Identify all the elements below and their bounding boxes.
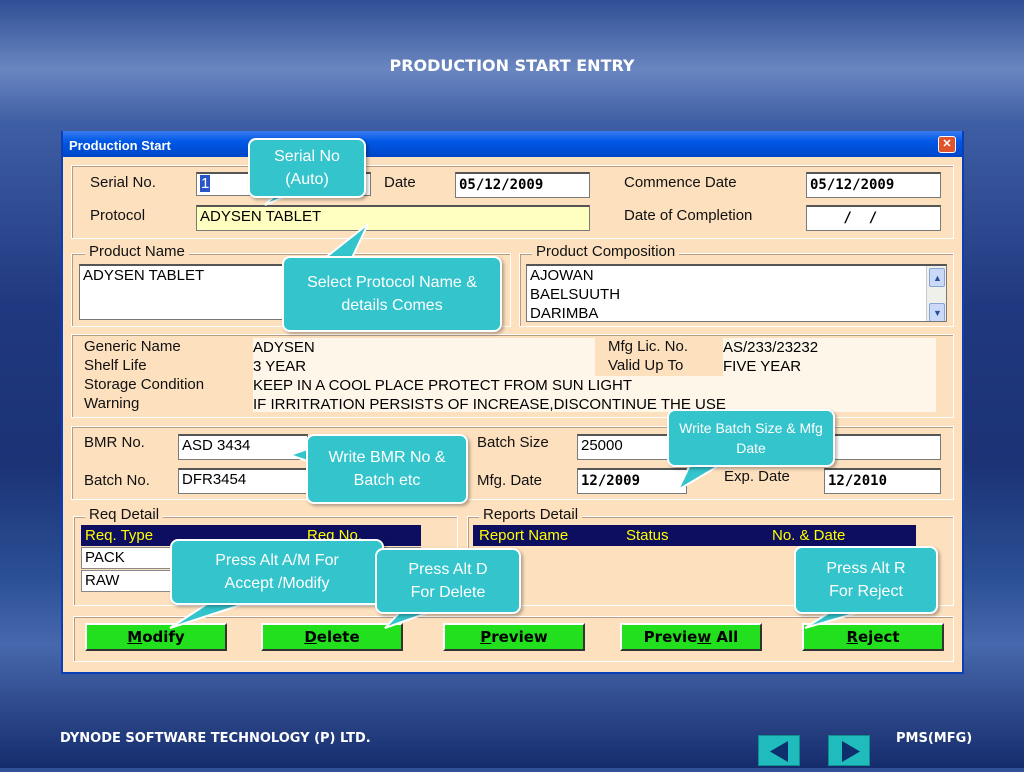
generic-value: ADYSEN <box>253 338 595 357</box>
prev-slide-button[interactable] <box>758 735 800 766</box>
storage-label: Storage Condition <box>84 376 205 393</box>
close-icon[interactable]: ✕ <box>938 136 956 153</box>
header-panel <box>71 165 954 239</box>
shelf-label: Shelf Life <box>84 357 147 374</box>
valid-label: Valid Up To <box>608 357 684 374</box>
mfg-date-field[interactable]: 12/2009 <box>577 468 687 494</box>
completion-field[interactable]: / / <box>806 205 941 231</box>
arrow-right-icon <box>842 741 860 762</box>
mfg-lic-label: Mfg Lic. No. <box>608 338 689 355</box>
batch-no-label: Batch No. <box>84 472 150 489</box>
product-name-value: ADYSEN TABLET <box>83 267 205 284</box>
list-item[interactable]: AJOWAN <box>530 267 594 284</box>
shelf-value: 3 YEAR <box>253 357 595 376</box>
mfg-date-label: Mfg. Date <box>477 472 543 489</box>
reject-callout: Press Alt R For Reject <box>794 546 938 614</box>
protocol-field[interactable]: ADYSEN TABLET <box>196 205 590 231</box>
reports-detail-legend: Reports Detail <box>479 506 583 523</box>
date-field[interactable]: 05/12/2009 <box>455 172 590 198</box>
product-name-box[interactable]: ADYSEN TABLET <box>79 264 289 320</box>
req-detail-legend: Req Detail <box>85 506 164 523</box>
storage-value: KEEP IN A COOL PLACE PROTECT FROM SUN LI… <box>253 376 936 395</box>
arrow-left-icon <box>770 741 788 762</box>
exp-date-label: Exp. Date <box>724 468 790 485</box>
report-status-header[interactable]: Status <box>626 527 669 544</box>
report-name-header[interactable]: Report Name <box>479 527 569 544</box>
scroll-down-icon[interactable]: ▼ <box>929 303 945 321</box>
delete-callout: Press Alt D For Delete <box>375 548 521 614</box>
details-panel <box>71 334 954 418</box>
warning-value: IF IRRITRATION PERSISTS OF INCREASE,DISC… <box>253 395 936 412</box>
batch-size-callout: Write Batch Size & Mfg Date <box>667 409 835 467</box>
bmr-field[interactable]: ASD 3434 <box>178 434 308 460</box>
window-title: Production Start <box>69 138 171 153</box>
protocol-label: Protocol <box>90 207 146 224</box>
serial-label: Serial No. <box>90 174 156 191</box>
delete-button[interactable]: Delete <box>261 623 403 651</box>
preview-all-button[interactable]: Preview All <box>620 623 762 651</box>
warning-label: Warning <box>84 395 140 412</box>
composition-scrollbar[interactable]: ▲ ▼ <box>926 266 946 321</box>
bmr-callout: Write BMR No & Batch etc <box>306 434 468 504</box>
accept-callout: Press Alt A/M For Accept /Modify <box>170 539 384 605</box>
protocol-callout: Select Protocol Name & details Comes <box>282 256 502 332</box>
bmr-label: BMR No. <box>84 434 145 451</box>
batch-size-field[interactable]: 25000 <box>577 434 672 460</box>
modify-button[interactable]: Modify <box>85 623 227 651</box>
window-titlebar[interactable]: Production Start ✕ <box>63 131 962 157</box>
batch-panel <box>71 426 954 500</box>
list-item[interactable]: DARIMBA <box>530 305 599 322</box>
slide-title: PRODUCTION START ENTRY <box>389 56 635 75</box>
completion-label: Date of Completion <box>624 207 753 224</box>
generic-label: Generic Name <box>84 338 181 355</box>
scroll-up-icon[interactable]: ▲ <box>929 268 945 287</box>
reject-button[interactable]: Reject <box>802 623 944 651</box>
req-type-header[interactable]: Req. Type <box>85 527 154 544</box>
product-composition-legend: Product Composition <box>532 243 680 260</box>
batch-size-extra-field[interactable] <box>826 434 941 460</box>
button-panel <box>73 616 954 662</box>
product-name-legend: Product Name <box>85 243 189 260</box>
product-composition-panel <box>519 253 954 327</box>
exp-date-field[interactable]: 12/2010 <box>824 468 941 494</box>
batch-size-label: Batch Size <box>477 434 549 451</box>
batch-no-field[interactable]: DFR3454 <box>178 468 308 494</box>
date-label: Date <box>384 174 416 191</box>
footer-product: PMS(MFG) <box>896 731 973 746</box>
valid-value: FIVE YEAR <box>723 357 936 376</box>
report-no-date-header[interactable]: No. & Date <box>772 527 846 544</box>
serial-callout: Serial No (Auto) <box>248 138 366 198</box>
next-slide-button[interactable] <box>828 735 870 766</box>
preview-button[interactable]: Preview <box>443 623 585 651</box>
mfg-lic-value: AS/233/23232 <box>723 338 936 357</box>
list-item[interactable]: BAELSUUTH <box>530 286 621 303</box>
reports-grid-header: Report Name Status No. & Date <box>473 525 916 546</box>
commence-field[interactable]: 05/12/2009 <box>806 172 941 198</box>
footer-company: DYNODE SOFTWARE TECHNOLOGY (P) LTD. <box>60 731 371 746</box>
product-composition-list[interactable]: AJOWAN BAELSUUTH DARIMBA ▲ ▼ <box>526 264 947 322</box>
commence-label: Commence Date <box>624 174 737 191</box>
